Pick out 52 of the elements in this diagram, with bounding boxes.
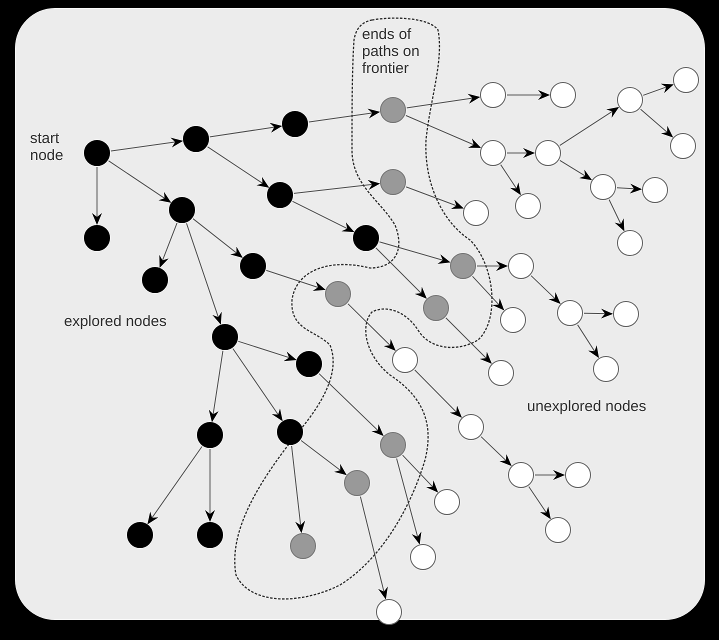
- arrow: [192, 218, 243, 258]
- arrow: [159, 222, 178, 268]
- arrow: [640, 108, 674, 138]
- arrow: [207, 146, 270, 188]
- arrow: [577, 324, 599, 358]
- arrow: [291, 445, 306, 534]
- arrow: [360, 496, 388, 600]
- arrow: [480, 436, 512, 466]
- arrow: [472, 276, 504, 310]
- arrow: [642, 84, 674, 96]
- arrow: [208, 350, 224, 422]
- arrow: [506, 148, 535, 158]
- arrow: [559, 107, 620, 146]
- arrow: [209, 122, 282, 138]
- arrow: [379, 241, 450, 264]
- arrow: [616, 184, 642, 194]
- arrow: [205, 448, 215, 522]
- arrow: [147, 446, 202, 524]
- arrow: [405, 115, 482, 148]
- arrow: [300, 440, 347, 476]
- arrow: [528, 486, 551, 520]
- arrow: [406, 94, 480, 108]
- arrow: [406, 186, 464, 209]
- arrow: [108, 160, 172, 203]
- region-label: unexplored nodes: [527, 398, 646, 415]
- region-label: explored nodes: [64, 313, 167, 330]
- arrow: [308, 108, 380, 122]
- arrow: [292, 200, 354, 232]
- arrow: [414, 370, 462, 418]
- arrow: [396, 458, 422, 544]
- arrow: [186, 222, 222, 325]
- arrow: [375, 247, 427, 299]
- arrow: [238, 340, 297, 362]
- arrow: [584, 308, 613, 319]
- arrow: [608, 199, 624, 232]
- arrow: [534, 470, 565, 480]
- node-caption: start node: [30, 130, 64, 164]
- arrow: [293, 180, 380, 194]
- arrow: [110, 138, 184, 152]
- arrow: [476, 261, 508, 271]
- arrow: [506, 90, 550, 100]
- arrow: [530, 275, 561, 304]
- arrow: [500, 164, 521, 196]
- arrow: [559, 160, 592, 180]
- outline-label: ends of paths on frontier: [362, 26, 421, 77]
- arrow: [348, 303, 396, 351]
- arrow: [92, 166, 102, 225]
- arrow: [232, 348, 283, 422]
- arrow: [318, 373, 384, 436]
- arrow: [402, 454, 438, 493]
- arrow: [266, 270, 326, 291]
- arrow: [445, 317, 492, 364]
